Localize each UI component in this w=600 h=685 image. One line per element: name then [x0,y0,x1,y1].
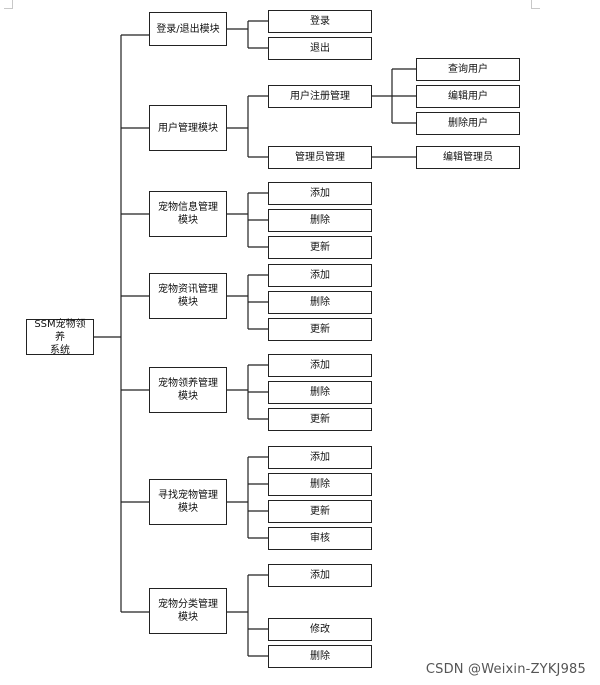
leaf-edit-user: 编辑用户 [416,85,520,108]
module-label: 宠物分类管理 模块 [158,599,218,623]
module-label: 宠物资讯管理 模块 [158,284,218,308]
leaf-delete: 删除 [268,645,372,668]
module-pet-category: 宠物分类管理 模块 [149,588,227,634]
leaf-delete: 删除 [268,381,372,404]
module-label: 寻找宠物管理 模块 [158,490,218,514]
leaf-add: 添加 [268,446,372,469]
leaf-add: 添加 [268,354,372,377]
module-label: 登录/退出模块 [156,23,220,35]
page-corner-mark [531,0,540,9]
leaf-add: 添加 [268,564,372,587]
leaf-login: 登录 [268,10,372,33]
leaf-update: 更新 [268,318,372,341]
root-label: SSM宠物领养 系统 [34,318,86,356]
leaf-logout: 退出 [268,37,372,60]
module-login-logout: 登录/退出模块 [149,12,227,46]
leaf-update: 更新 [268,408,372,431]
leaf-delete-user: 删除用户 [416,112,520,135]
module-label: 用户管理模块 [158,122,218,134]
leaf-add: 添加 [268,264,372,287]
module-label: 宠物信息管理 模块 [158,202,218,226]
watermark: CSDN @Weixin-ZYKJ985 [425,662,586,677]
leaf-edit-admin: 编辑管理员 [416,146,520,169]
leaf-review: 审核 [268,527,372,550]
module-find-pet: 寻找宠物管理 模块 [149,479,227,525]
leaf-modify: 修改 [268,618,372,641]
leaf-delete: 删除 [268,291,372,314]
module-label: 宠物领养管理 模块 [158,378,218,402]
leaf-query-user: 查询用户 [416,58,520,81]
root-node: SSM宠物领养 系统 [26,318,94,356]
page-corner-mark [4,0,13,9]
module-pet-news: 宠物资讯管理 模块 [149,273,227,319]
node-admin-management: 管理员管理 [268,146,372,169]
module-pet-info: 宠物信息管理 模块 [149,191,227,237]
leaf-delete: 删除 [268,473,372,496]
node-user-register-management: 用户注册管理 [268,85,372,108]
leaf-update: 更新 [268,500,372,523]
leaf-update: 更新 [268,236,372,259]
module-pet-adoption: 宠物领养管理 模块 [149,367,227,413]
leaf-add: 添加 [268,182,372,205]
module-user-management: 用户管理模块 [149,105,227,151]
leaf-delete: 删除 [268,209,372,232]
